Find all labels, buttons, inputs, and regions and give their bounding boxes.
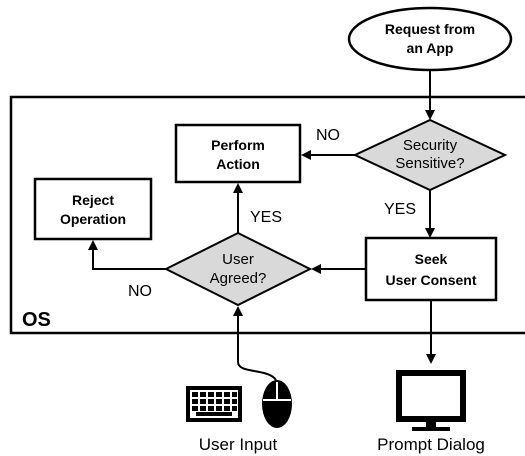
- request-ellipse: [347, 6, 513, 72]
- edge-label-security-yes: YES: [384, 201, 416, 218]
- edge-label-security-no: NO: [316, 127, 340, 144]
- edge-label-agreed-no: NO: [128, 283, 152, 300]
- request-node: Request from an App: [347, 6, 513, 72]
- request-label-line2: an App: [407, 40, 454, 56]
- prompt-dialog-caption: Prompt Dialog: [377, 435, 485, 454]
- reject-operation-line1: Reject: [72, 192, 114, 208]
- seek-consent-box: [364, 236, 498, 302]
- os-label: OS: [22, 309, 51, 331]
- edge-label-agreed-yes: YES: [250, 209, 282, 226]
- arrow-agreed-no-to-reject: [88, 240, 166, 270]
- reject-operation-node: Reject Operation: [33, 177, 153, 241]
- seek-consent-node: Seek User Consent: [364, 236, 498, 302]
- flow-arrows: [88, 70, 436, 364]
- seek-consent-line2: User Consent: [385, 272, 476, 288]
- user-agreed-decision: User Agreed?: [163, 231, 313, 307]
- request-label-line1: Request from: [385, 21, 475, 37]
- os-region-box: [9, 95, 525, 335]
- user-agreed-line1: User: [222, 251, 254, 268]
- seek-consent-line1: Seek: [415, 251, 448, 267]
- keyboard-icon: [186, 386, 242, 422]
- security-sensitive-decision: Security Sensitive?: [352, 118, 508, 192]
- user-agreed-diamond: [163, 231, 313, 307]
- perform-action-line2: Action: [216, 156, 260, 172]
- user-input-caption: User Input: [199, 435, 278, 454]
- perform-action-box: [174, 123, 302, 184]
- user-agreed-line2: Agreed?: [210, 270, 267, 287]
- reject-operation-box: [33, 177, 153, 241]
- reject-operation-line2: Operation: [60, 211, 126, 227]
- perform-action-line1: Perform: [211, 137, 265, 153]
- security-label-line2: Sensitive?: [395, 155, 464, 172]
- perform-action-node: Perform Action: [174, 123, 302, 184]
- mouse-icon: [237, 361, 292, 428]
- security-label-line1: Security: [403, 137, 458, 154]
- monitor-icon: [396, 370, 466, 431]
